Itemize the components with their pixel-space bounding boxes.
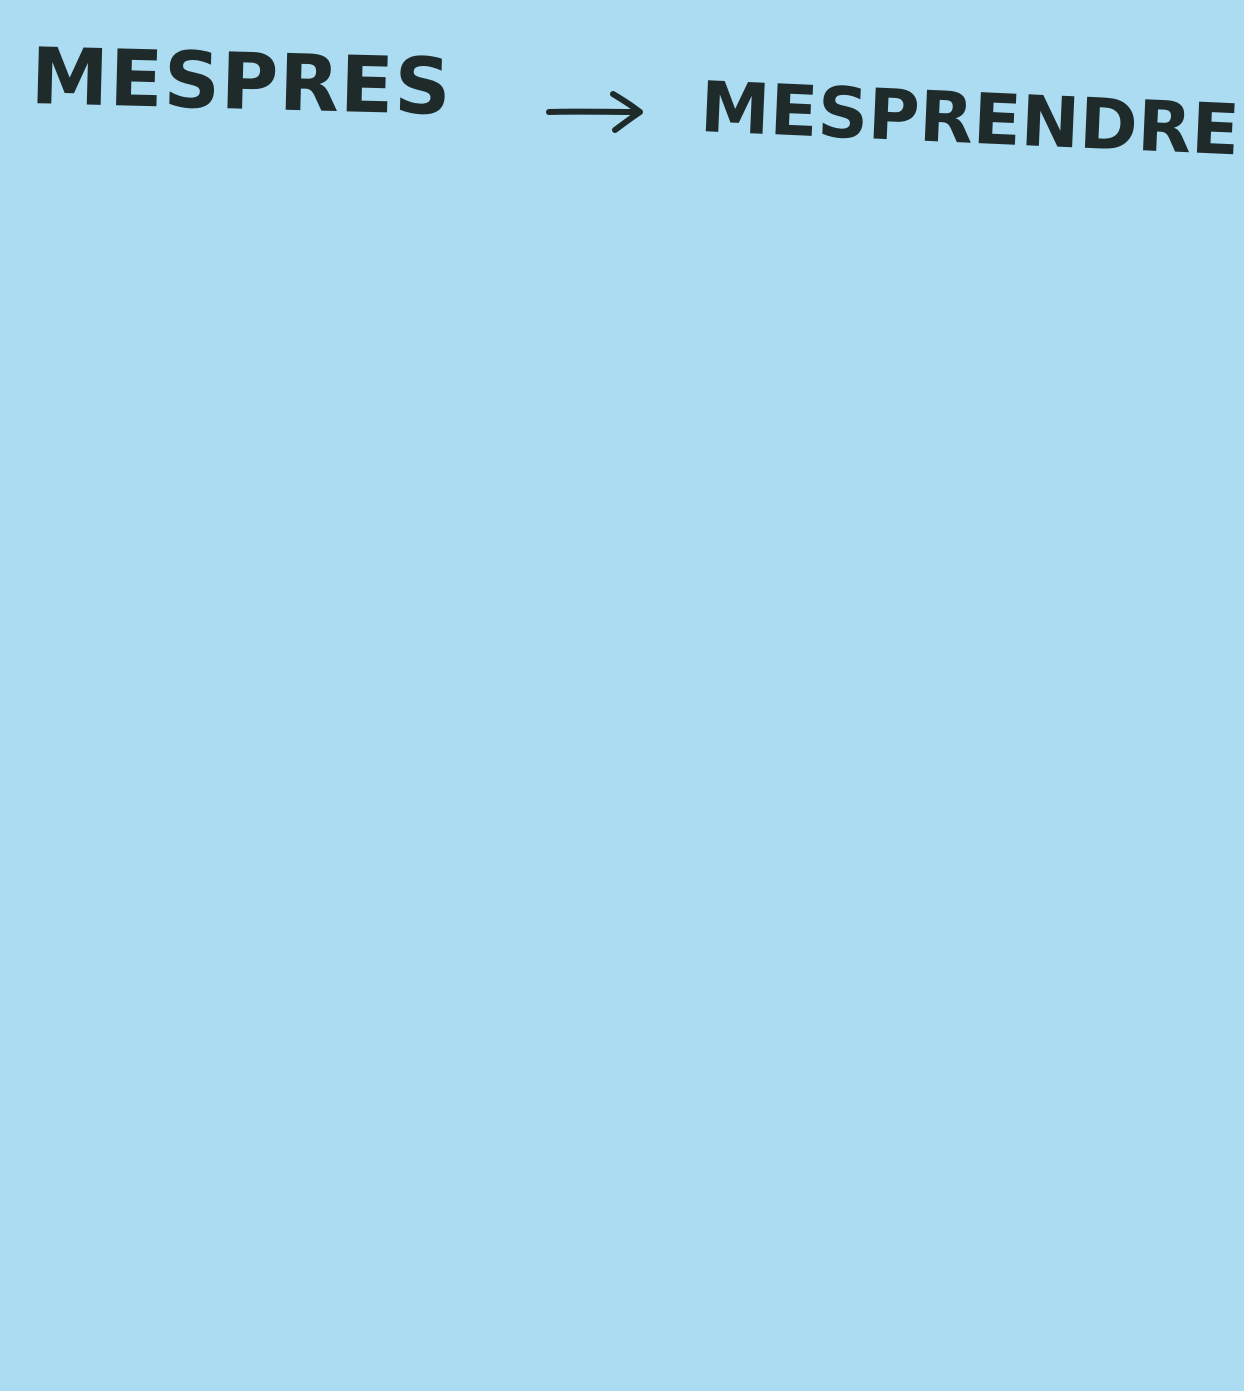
arrow-right-icon [545, 88, 645, 134]
target-word: MESPRENDRE [698, 66, 1242, 172]
source-word: MESPRES [29, 32, 453, 133]
